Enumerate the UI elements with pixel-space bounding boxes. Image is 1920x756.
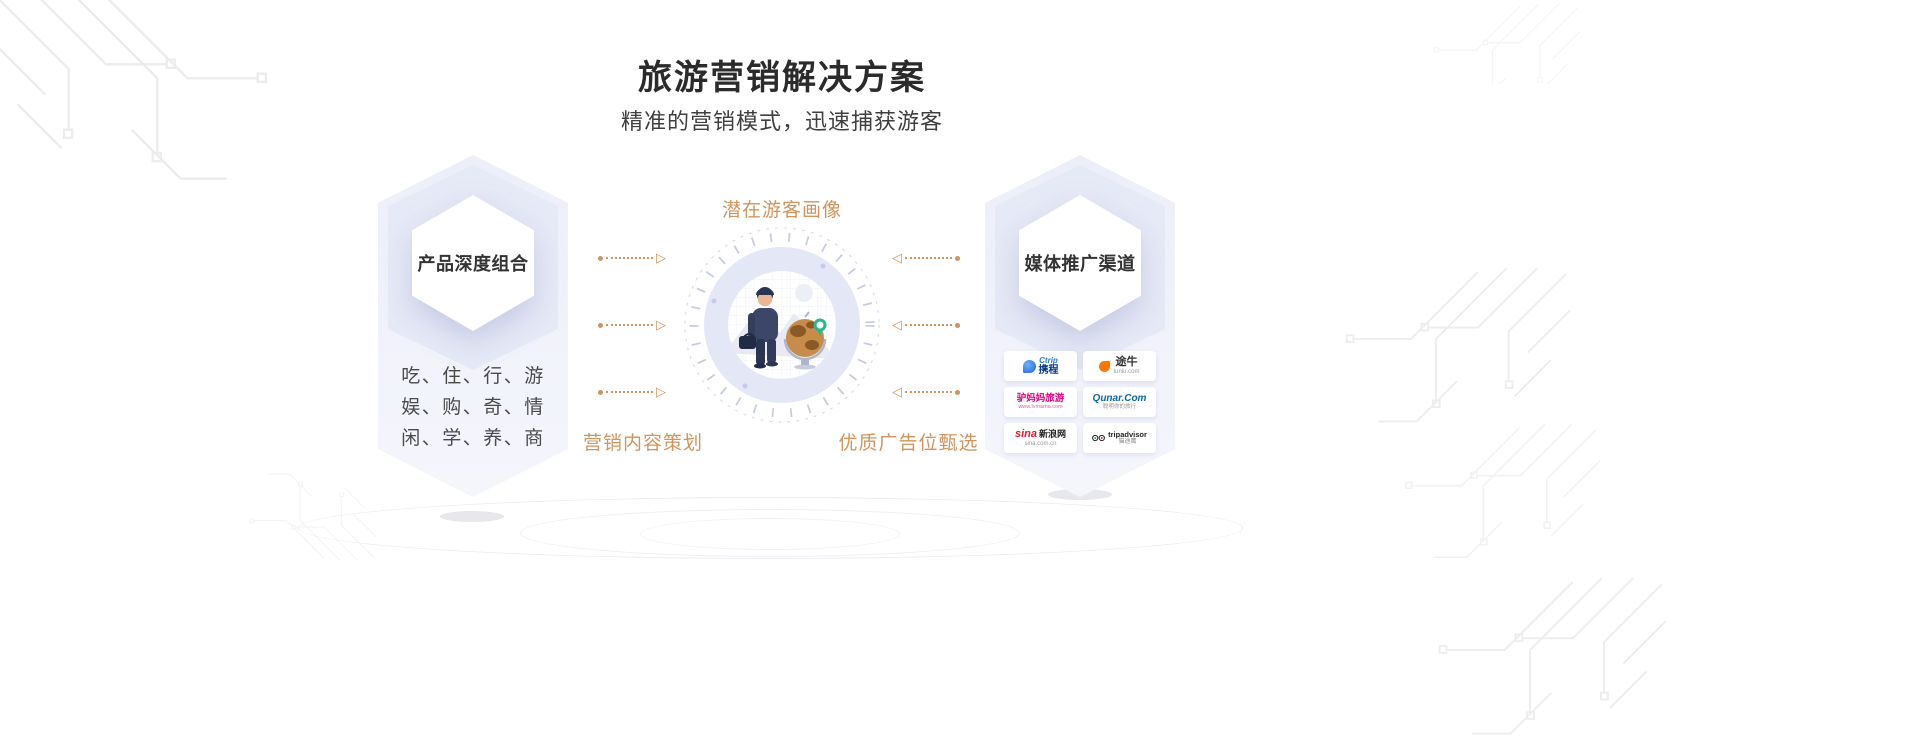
logo-sina: sina 新浪网 sina.com.cn	[1004, 423, 1077, 453]
lvmama-sub-text: www.lvmama.com	[1018, 403, 1063, 410]
circuit-decoration-bottom-right	[1438, 578, 1667, 735]
circuit-decoration-right-lower	[1405, 424, 1600, 559]
circuit-decoration-top-left	[0, 0, 268, 180]
qunar-sub-text: 聪明你的旅行	[1102, 403, 1136, 410]
arrow-right-icon: ▷	[656, 249, 666, 265]
left-card-shadow	[440, 511, 504, 522]
arrow-dot	[598, 322, 603, 328]
arrow-right-3: ◁	[892, 385, 960, 399]
page-title: 旅游营销解决方案	[638, 59, 926, 97]
card-line: 娱、购、奇、情	[401, 397, 545, 418]
left-card-title: 产品深度组合	[417, 254, 529, 274]
sina-brand-text: sina	[1014, 428, 1037, 440]
arrow-right-icon: ▷	[656, 383, 666, 399]
illustration-inner	[728, 271, 836, 379]
arrow-right-1: ◁	[892, 251, 960, 265]
circuit-decoration-bottom-left	[249, 473, 376, 562]
qunar-brand-text: Qunar.Com	[1092, 392, 1147, 404]
arrow-left-1: ▷	[598, 251, 666, 265]
tripadvisor-sub-text: 猫途鹰	[1118, 439, 1137, 446]
logo-lvmama: 驴妈妈旅游 www.lvmama.com	[1004, 387, 1077, 417]
label-potential-tourist-profile: 潜在游客画像	[721, 200, 842, 221]
logo-ctrip: Ctrip 携程	[1004, 351, 1077, 381]
product-combination-card: 产品深度组合 吃、住、行、游 娱、购、奇、情 闲、学、养、商	[378, 155, 568, 497]
arrow-dotted-line	[606, 391, 653, 393]
left-card-body: 吃、住、行、游 娱、购、奇、情 闲、学、养、商	[378, 361, 568, 454]
arrow-dot	[598, 389, 603, 395]
floor-ellipse-middle	[520, 509, 1020, 557]
arrow-dotted-line	[905, 324, 952, 326]
logo-qunar: Qunar.Com 聪明你的旅行	[1083, 387, 1156, 417]
label-premium-ad-selection: 优质广告位甄选	[838, 433, 979, 454]
floor-ellipse-inner	[640, 518, 900, 550]
arrow-dotted-line	[606, 257, 653, 259]
sina-sub-text: sina.com.cn	[1024, 441, 1057, 447]
arrow-dotted-line	[905, 257, 952, 259]
floor-ellipse-outer	[298, 497, 1243, 559]
arrow-dot	[598, 255, 603, 261]
tick-ring	[689, 232, 875, 418]
tuniu-sub-text: tuniu.com	[1113, 369, 1140, 375]
tripadvisor-owl-icon	[1092, 434, 1106, 442]
sina-cn-text: 新浪网	[1039, 429, 1067, 439]
arrow-left-3: ▷	[598, 385, 666, 399]
arrow-left-2: ▷	[598, 318, 666, 332]
arrow-left-icon: ◁	[892, 383, 902, 399]
arrow-dot	[955, 322, 960, 328]
arrow-left-icon: ◁	[892, 249, 902, 265]
arrow-dot	[955, 389, 960, 395]
card-line: 闲、学、养、商	[401, 428, 545, 449]
lvmama-cn-text: 驴妈妈旅游	[1016, 393, 1065, 404]
arrow-dotted-line	[905, 391, 952, 393]
tuniu-bull-icon	[1099, 360, 1111, 372]
hexagon-badge: 媒体推广渠道	[1019, 195, 1141, 331]
right-card-title: 媒体推广渠道	[1024, 254, 1136, 274]
media-logo-grid: Ctrip 携程 途牛 tuniu.com 驴妈妈旅游 www.lvmama.c…	[1004, 351, 1156, 453]
card-line: 吃、住、行、游	[401, 366, 545, 387]
tripadvisor-brand-text: tripadvisor	[1108, 429, 1147, 439]
hexagon-badge: 产品深度组合	[412, 195, 534, 331]
arrow-dot	[955, 255, 960, 261]
arrow-left-icon: ◁	[892, 316, 902, 332]
arrow-right-2: ◁	[892, 318, 960, 332]
circuit-decoration-right-mid	[1345, 268, 1570, 423]
tuniu-cn-text: 途牛	[1115, 356, 1138, 368]
ctrip-dolphin-icon	[1022, 359, 1036, 373]
arrow-right-icon: ▷	[656, 316, 666, 332]
page-subtitle: 精准的营销模式，迅速捕获游客	[620, 109, 943, 134]
dashed-outline-circle	[684, 227, 880, 423]
arrow-dotted-line	[606, 324, 653, 326]
ctrip-brand-text: Ctrip	[1039, 355, 1058, 365]
tourist-profile-illustration	[684, 227, 880, 423]
logo-tripadvisor: tripadvisor 猫途鹰	[1083, 423, 1156, 453]
logo-tuniu: 途牛 tuniu.com	[1083, 351, 1156, 381]
ctrip-cn-text: 携程	[1038, 364, 1059, 376]
media-channels-card: 媒体推广渠道 Ctrip 携程 途牛 tuniu.com 驴妈妈旅游	[985, 155, 1175, 497]
label-marketing-content-planning: 营销内容策划	[582, 433, 703, 454]
